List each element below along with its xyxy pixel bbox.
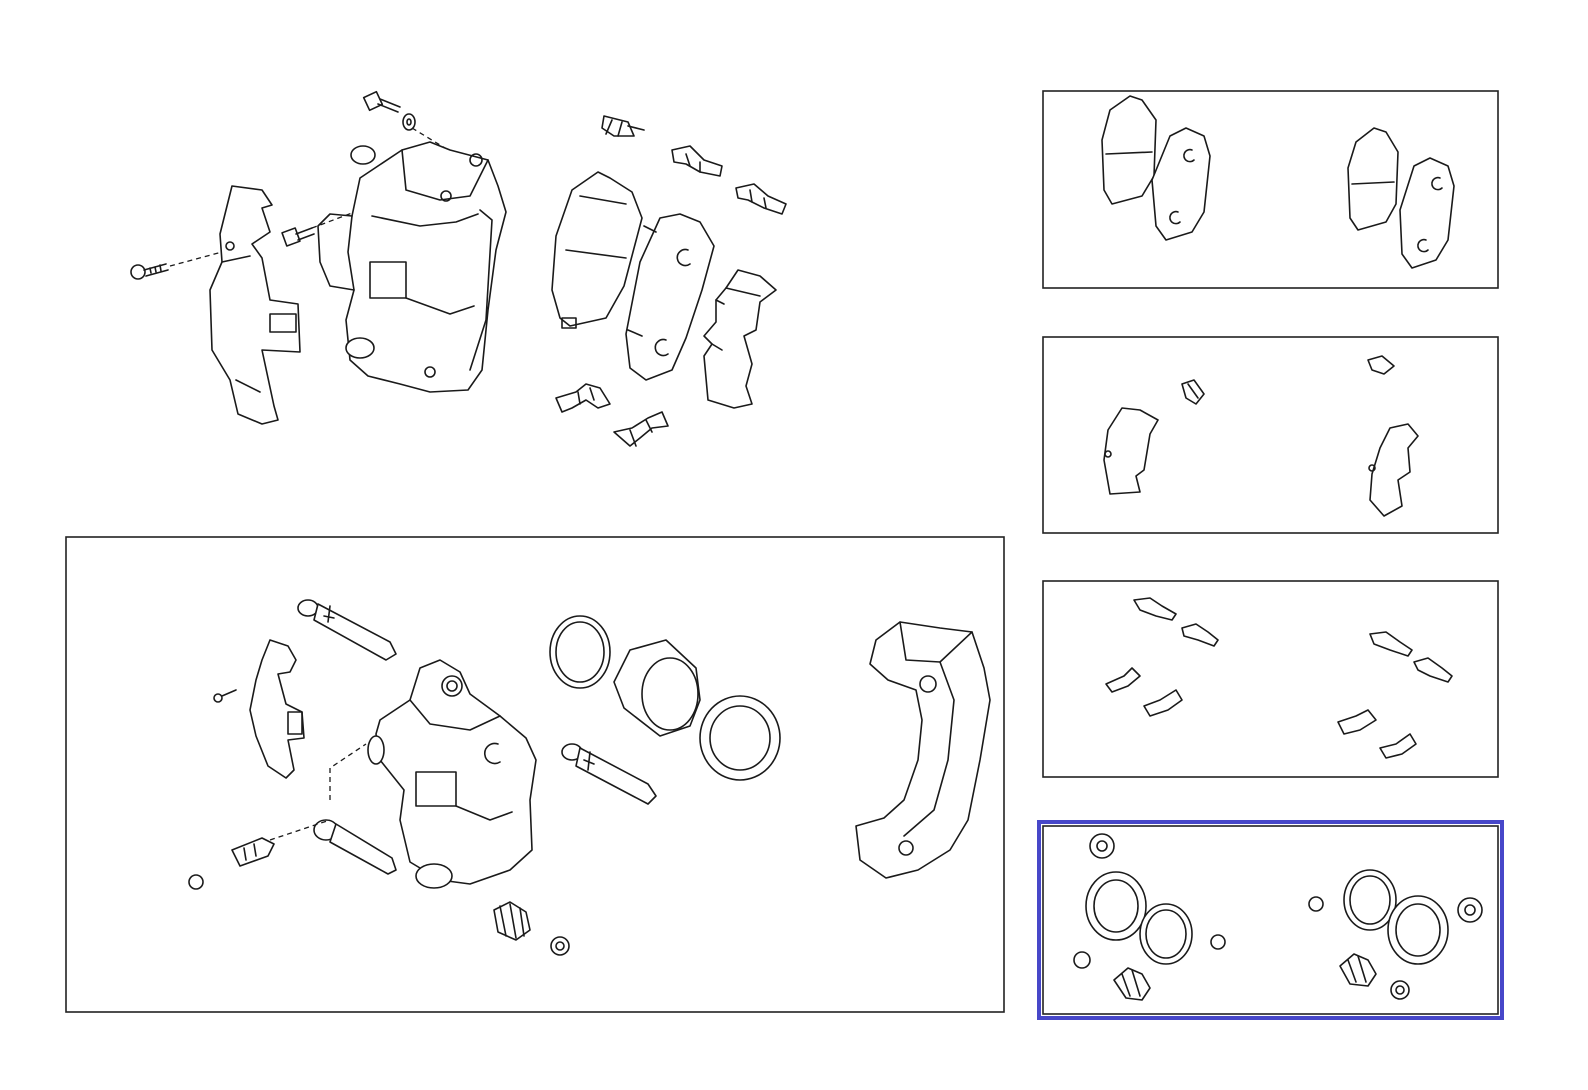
guide-pin-icon [313,819,397,875]
clip-icon [1369,631,1413,657]
seal-ring-icon [699,695,781,781]
brake-pad-icon [1101,95,1157,205]
clip-icon [1337,709,1377,735]
shim-kit-frame [1042,336,1499,534]
boot-icon [1113,967,1151,1001]
clip-icon [601,115,645,137]
caliper-assembly-frame [65,536,1005,1013]
clip-icon [555,383,611,413]
clip-icon [613,411,669,447]
shim-icon [1368,423,1419,517]
boot-icon [550,936,570,956]
bleeder-icon [188,837,275,890]
pad-kit-panel[interactable] [1042,90,1499,289]
boot-icon [1308,896,1324,912]
boot-icon [1073,951,1091,969]
seal-ring-icon [1085,871,1147,941]
caliper-assembly-panel[interactable] [65,536,1005,1013]
caliper-icon [317,141,507,393]
boot-icon [1457,897,1483,923]
pad-kit-frame [1042,90,1499,289]
brake-pad-icon [625,213,715,381]
bolt-icon [130,263,169,280]
seal-ring-icon [1343,869,1397,931]
boot-icon [1339,953,1377,987]
caliper-icon [367,659,537,889]
guide-pin-icon [561,743,657,805]
boot-icon [1390,980,1410,1000]
clip-icon [1143,689,1183,717]
clip-icon [1413,657,1453,683]
brake-pad-icon [551,171,643,329]
clip-icon [1105,667,1141,693]
clip-icon [1181,379,1205,405]
seal-kit-panel[interactable] [1037,820,1504,1020]
brake-pad-icon [1347,127,1399,231]
clip-icon [1181,623,1219,647]
pad-support-plate-kit-panel[interactable] [1042,580,1499,778]
shim-icon [1103,407,1159,495]
dust-shield-icon [209,185,301,425]
clip-icon [1133,597,1177,621]
seal-kit-frame [1042,825,1499,1015]
shim-icon [703,269,777,409]
boot-icon [1089,833,1115,859]
brake-pad-icon [1399,157,1455,269]
boot-icon [493,901,531,941]
piston-icon [613,639,701,737]
anti-squeal-shim-kit-panel[interactable] [1042,336,1499,534]
boot-icon [1210,934,1226,950]
clip-icon [1367,355,1395,375]
dust-shield-icon [249,639,305,779]
seal-ring-icon [1139,903,1193,965]
clip-icon [735,183,787,215]
clip-icon [671,145,723,177]
bleeder-icon [281,227,315,247]
seal-ring-icon [549,615,611,689]
selected-panel-highlight [1037,820,1504,1020]
guide-pin-icon [297,599,397,661]
clip-kit-frame [1042,580,1499,778]
brake-pad-icon [1151,127,1211,241]
clip-icon [1379,733,1417,759]
seal-ring-icon [1387,895,1449,965]
top-assembly [130,90,787,447]
bolt-icon [362,90,416,131]
bolt-icon [213,689,237,703]
mounting-bracket-icon [855,621,991,879]
